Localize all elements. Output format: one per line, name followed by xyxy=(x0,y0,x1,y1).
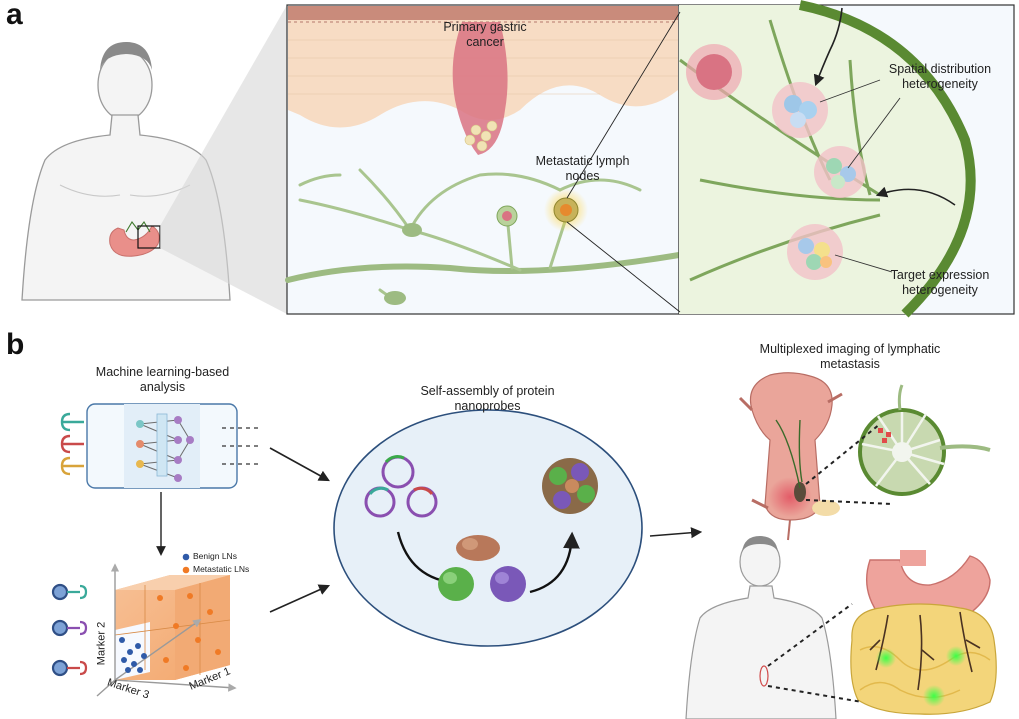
arrow-assembly-to-imaging xyxy=(649,527,703,539)
tumor-cluster-mixed-1 xyxy=(772,82,828,138)
lymph-node-zoom-panel xyxy=(678,0,1015,318)
receptor-icons xyxy=(60,412,84,476)
inflow-arrow xyxy=(875,186,956,206)
protein-green xyxy=(438,567,474,601)
tumor-cluster-red xyxy=(686,44,742,100)
arrow-ml-to-assembly xyxy=(269,447,330,482)
zoom-projection xyxy=(160,5,287,314)
spatial-callout-line-2 xyxy=(847,97,901,169)
panel-label-a: a xyxy=(6,0,23,31)
tumor-cluster-mixed-3 xyxy=(787,224,843,280)
target-callout-line xyxy=(834,254,893,273)
probe-icons xyxy=(51,583,88,677)
marker-scatter-3d xyxy=(96,563,237,697)
legend-benign-label: Benign LNs xyxy=(193,551,237,561)
panel-label-b: b xyxy=(6,328,25,361)
ml-analysis-box xyxy=(86,403,258,489)
axis-label-marker-2: Marker 2 xyxy=(95,621,108,666)
legend-metastatic-label: Metastatic LNs xyxy=(193,564,250,574)
tumor-cluster-mixed-2 xyxy=(814,146,866,198)
self-assembly-ellipse xyxy=(333,409,643,647)
zoom-lines-patient xyxy=(767,603,863,703)
nanoprobe-assembly xyxy=(542,458,598,514)
legend xyxy=(182,553,190,574)
mouse-illustration xyxy=(738,372,843,541)
perigastric-lymph-nodes xyxy=(850,603,997,715)
connector-line-bottom xyxy=(566,221,681,313)
spatial-callout-line-1 xyxy=(819,79,881,103)
tissue-section-panel xyxy=(285,4,682,315)
patient-illustration xyxy=(685,536,837,719)
zoom-lines-mouse xyxy=(805,423,893,505)
protein-brown xyxy=(456,535,500,561)
stomach-icon xyxy=(109,221,160,257)
legend-metastatic-dot xyxy=(182,566,190,574)
protein-purple xyxy=(490,566,526,602)
afferent-vessel xyxy=(813,7,843,87)
legend-benign-dot xyxy=(182,553,190,561)
lymph-node-section xyxy=(858,384,991,496)
connector-line-top xyxy=(566,11,681,199)
arrow-plot-to-assembly xyxy=(269,584,331,613)
